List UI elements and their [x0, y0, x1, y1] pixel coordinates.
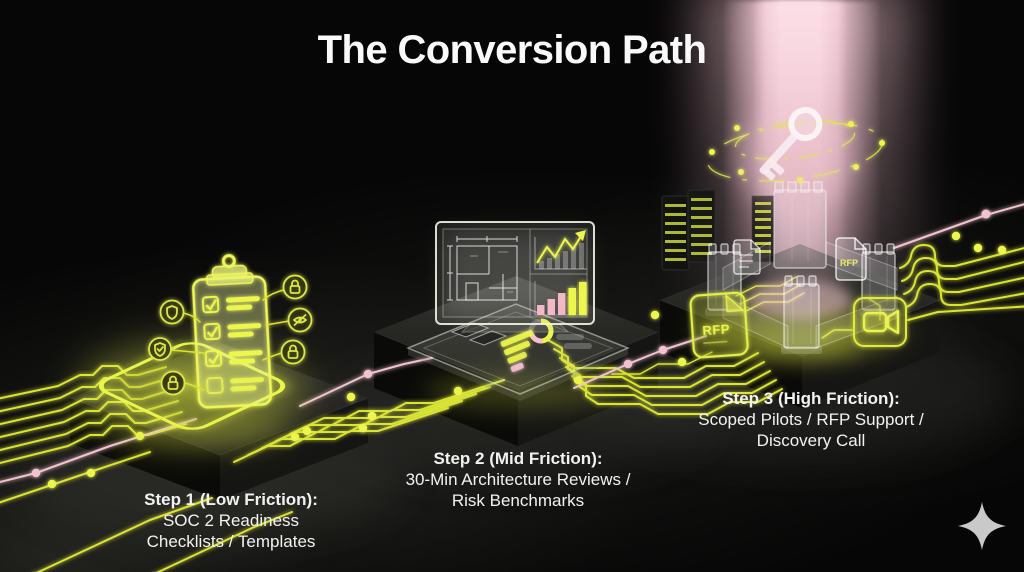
step1-illustration: [80, 254, 313, 448]
circuit-traces-right: [893, 203, 1024, 321]
rfp-label: RFP: [840, 258, 858, 268]
blueprint-panel: [447, 236, 518, 301]
rfp-document-icon: RFP: [835, 237, 867, 281]
bar-chart: [534, 281, 587, 316]
line-chart: [534, 230, 587, 270]
shield-icon: [159, 299, 185, 325]
circuit-traces-step1-2: [233, 357, 505, 463]
step-3-line-1: Scoped Pilots / RFP Support /: [698, 410, 924, 429]
video-camera-icon: [853, 297, 907, 347]
step-1-line-2: Checklists / Templates: [146, 532, 316, 551]
laptop-hinge: [460, 323, 570, 333]
lock-icon: [160, 370, 186, 396]
rfp-tile-icon: RFP: [689, 291, 749, 359]
clipboard-checklist-icon: [192, 254, 273, 409]
step3-illustration: RFP RFP: [661, 107, 907, 359]
security-badges: [148, 274, 313, 396]
checklist-rows: [201, 295, 265, 395]
step-3-line-2: Discovery Call: [756, 431, 866, 450]
step-1-label: Step 1 (Low Friction): SOC 2 Readiness C…: [96, 489, 366, 552]
sparkle-logo-icon: [958, 502, 1006, 550]
tower: [781, 275, 822, 354]
step-1-heading: Step 1 (Low Friction):: [144, 490, 318, 509]
rfp-label: RFP: [702, 321, 730, 338]
laptop-screen: [435, 221, 595, 325]
step-2-label: Step 2 (Mid Friction): 30-Min Architectu…: [377, 448, 659, 511]
lock-icon: [280, 339, 306, 365]
server-rack-icon: [661, 189, 716, 271]
shield-check-icon: [148, 337, 172, 361]
step-2-heading: Step 2 (Mid Friction):: [433, 449, 603, 468]
step-2-line-1: 30-Min Architecture Reviews /: [405, 470, 631, 489]
key-icon: [759, 107, 823, 181]
step-1-line-1: SOC 2 Readiness: [162, 511, 300, 530]
step-3-label: Step 3 (High Friction): Scoped Pilots / …: [668, 388, 954, 451]
step2-illustration: [406, 221, 630, 410]
eye-off-icon: [287, 307, 313, 333]
page-title: The Conversion Path: [317, 28, 707, 72]
lock-icon: [282, 274, 308, 300]
progress-bars: [500, 329, 534, 372]
step-2-line-2: Risk Benchmarks: [451, 491, 585, 510]
document-icon: [733, 239, 761, 275]
step-3-heading: Step 3 (High Friction):: [722, 389, 900, 408]
